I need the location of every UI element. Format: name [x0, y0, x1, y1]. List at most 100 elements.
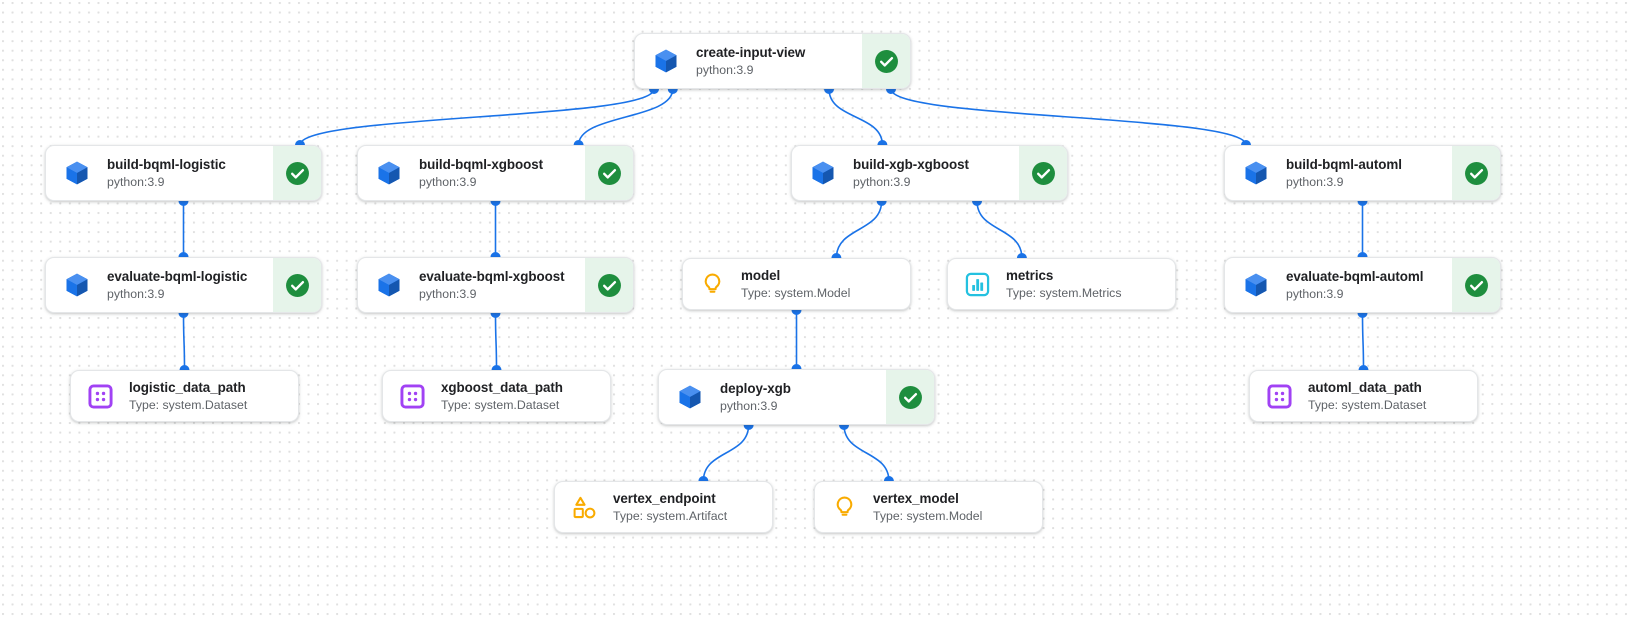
node-text: build-xgb-xgboost python:3.9 [853, 156, 969, 191]
status-badge [273, 146, 321, 200]
node-body: evaluate-bqml-automl python:3.9 [1225, 258, 1452, 312]
lightbulb-icon [829, 492, 859, 522]
node-body: evaluate-bqml-xgboost python:3.9 [358, 258, 585, 312]
node-subtitle: python:3.9 [696, 62, 754, 77]
status-badge [1452, 258, 1500, 312]
dag-node-evaluate-bqml-automl[interactable]: evaluate-bqml-automl python:3.9 [1224, 257, 1501, 313]
node-text: evaluate-bqml-logistic python:3.9 [107, 268, 247, 303]
cube-icon [651, 46, 681, 76]
node-subtitle: Type: system.Dataset [441, 397, 560, 412]
node-text: deploy-xgb python:3.9 [720, 380, 791, 415]
status-badge [585, 146, 633, 200]
node-subtitle: python:3.9 [853, 174, 911, 189]
node-title: evaluate-bqml-automl [1286, 268, 1424, 284]
node-title: xgboost_data_path [441, 379, 563, 395]
status-badge [585, 258, 633, 312]
node-subtitle: python:3.9 [720, 398, 778, 413]
node-title: evaluate-bqml-xgboost [419, 268, 565, 284]
dataset-icon [85, 381, 115, 411]
node-subtitle: python:3.9 [107, 286, 165, 301]
node-text: build-bqml-logistic python:3.9 [107, 156, 226, 191]
node-text: evaluate-bqml-automl python:3.9 [1286, 268, 1423, 303]
node-title: evaluate-bqml-logistic [107, 268, 248, 284]
dataset-icon [397, 381, 427, 411]
node-body: build-xgb-xgboost python:3.9 [792, 146, 1019, 200]
cube-icon [62, 158, 92, 188]
lightbulb-icon [697, 269, 727, 299]
status-badge [273, 258, 321, 312]
dataset-icon [1264, 381, 1294, 411]
edge-create-input-view-to-build-bqml-xgboost [577, 88, 674, 146]
node-subtitle: Type: system.Metrics [1006, 285, 1122, 300]
node-subtitle: python:3.9 [419, 286, 477, 301]
node-subtitle: python:3.9 [107, 174, 165, 189]
dag-node-build-xgb-xgboost[interactable]: build-xgb-xgboost python:3.9 [791, 145, 1068, 201]
cube-icon [1241, 270, 1271, 300]
node-title: metrics [1006, 267, 1054, 283]
node-title: vertex_model [873, 490, 959, 506]
node-title: logistic_data_path [129, 379, 246, 395]
node-subtitle: python:3.9 [1286, 286, 1344, 301]
status-badge [1452, 146, 1500, 200]
status-badge [1019, 146, 1067, 200]
dag-node-evaluate-bqml-logistic[interactable]: evaluate-bqml-logistic python:3.9 [45, 257, 322, 313]
dag-node-deploy-xgb[interactable]: deploy-xgb python:3.9 [658, 369, 935, 425]
dag-node-build-bqml-xgboost[interactable]: build-bqml-xgboost python:3.9 [357, 145, 634, 201]
dag-node-evaluate-bqml-xgboost[interactable]: evaluate-bqml-xgboost python:3.9 [357, 257, 634, 313]
node-title: build-bqml-automl [1286, 156, 1402, 172]
node-title: automl_data_path [1308, 379, 1422, 395]
edge-create-input-view-to-build-xgb-xgboost [828, 88, 884, 146]
node-subtitle: Type: system.Model [873, 508, 983, 523]
edge-create-input-view-to-build-bqml-automl [890, 88, 1247, 146]
node-title: deploy-xgb [720, 380, 791, 396]
edge-build-xgb-xgboost-to-model [835, 200, 883, 259]
node-title: build-bqml-xgboost [419, 156, 544, 172]
node-subtitle: python:3.9 [419, 174, 477, 189]
edge-evaluate-bqml-automl-to-automl_data_path [1361, 312, 1365, 371]
cube-icon [1241, 158, 1271, 188]
node-subtitle: Type: system.Artifact [613, 508, 728, 523]
node-subtitle: Type: system.Dataset [129, 397, 248, 412]
node-title: build-xgb-xgboost [853, 156, 969, 172]
cube-icon [374, 270, 404, 300]
node-title: build-bqml-logistic [107, 156, 226, 172]
node-body: evaluate-bqml-logistic python:3.9 [46, 258, 273, 312]
dag-node-build-bqml-logistic[interactable]: build-bqml-logistic python:3.9 [45, 145, 322, 201]
cube-icon [675, 382, 705, 412]
cube-icon [374, 158, 404, 188]
edge-deploy-xgb-to-vertex_model [843, 424, 890, 482]
node-text: evaluate-bqml-xgboost python:3.9 [419, 268, 565, 303]
edge-build-xgb-xgboost-to-metrics [976, 200, 1023, 259]
node-body: build-bqml-logistic python:3.9 [46, 146, 273, 200]
bar-chart-icon [962, 269, 992, 299]
status-badge [862, 34, 910, 88]
node-body: deploy-xgb python:3.9 [659, 370, 886, 424]
edge-evaluate-bqml-logistic-to-logistic_data_path [182, 312, 186, 371]
edge-create-input-view-to-build-bqml-logistic [299, 88, 655, 146]
node-subtitle: Type: system.Model [741, 285, 851, 300]
status-badge [886, 370, 934, 424]
